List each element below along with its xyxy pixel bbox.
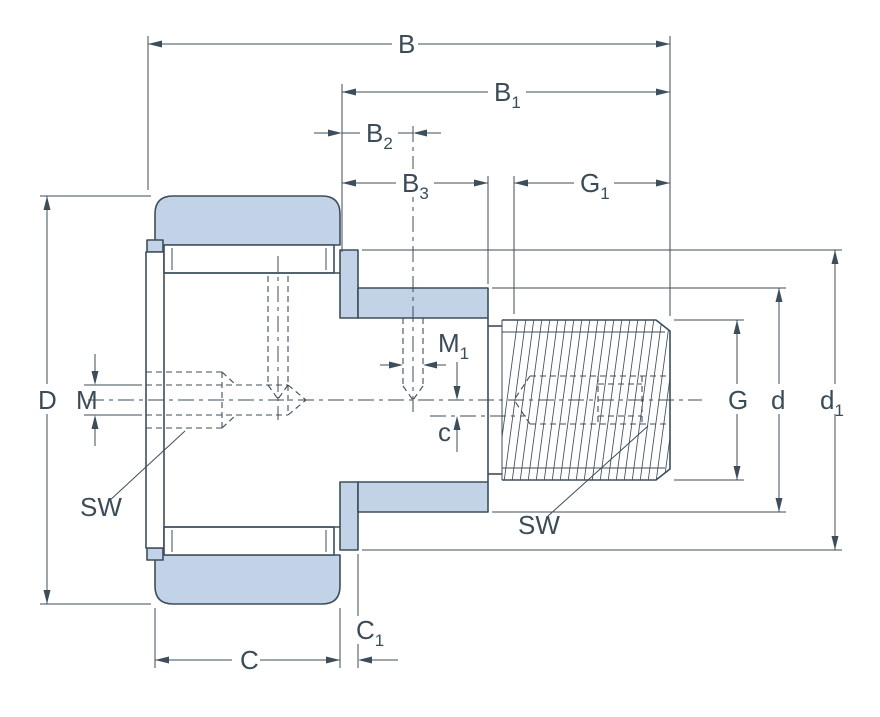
centerlines bbox=[88, 126, 702, 420]
flange-bottom-section bbox=[339, 481, 359, 551]
dim-label-SW-right: SW bbox=[518, 510, 560, 540]
dim-label-G: G bbox=[728, 385, 748, 415]
outer-ring-bottom-section bbox=[154, 554, 341, 605]
dimension-B1 bbox=[341, 84, 670, 252]
dimension-G1 bbox=[513, 176, 670, 314]
eccentric-collar bbox=[357, 287, 489, 513]
seal-bottom bbox=[146, 547, 164, 561]
dim-label-B1: B1 bbox=[494, 77, 521, 112]
outer-ring bbox=[154, 195, 341, 605]
dim-label-SW-left: SW bbox=[80, 492, 122, 522]
outer-ring-top-section bbox=[154, 195, 341, 246]
dim-label-M: M bbox=[76, 385, 98, 415]
needle-rollers bbox=[163, 244, 335, 556]
hex-socket-left bbox=[146, 371, 237, 429]
dim-label-M1: M1 bbox=[438, 328, 469, 363]
collar-bottom-section bbox=[357, 481, 489, 513]
dim-label-B3: B3 bbox=[402, 168, 429, 203]
dim-label-d: d bbox=[771, 385, 785, 415]
dim-label-C: C bbox=[240, 645, 259, 675]
needle-row-bottom bbox=[163, 526, 335, 556]
lubrication-hole-center bbox=[267, 276, 289, 400]
stud-body bbox=[164, 272, 503, 528]
threaded-bore-left bbox=[146, 384, 307, 416]
needle-row-top bbox=[163, 244, 335, 274]
flange-top-section bbox=[339, 249, 359, 319]
dim-label-D: D bbox=[38, 385, 57, 415]
label-backgrounds bbox=[32, 30, 852, 674]
stud-flange bbox=[339, 249, 359, 551]
dimension-C1 bbox=[357, 554, 398, 668]
dim-label-c: c bbox=[438, 417, 451, 447]
seal-top bbox=[146, 239, 164, 253]
dimension-M1 bbox=[380, 361, 446, 369]
dim-label-G1: G1 bbox=[580, 168, 610, 203]
dim-label-B2: B2 bbox=[366, 118, 393, 153]
dim-label-C1: C1 bbox=[356, 615, 384, 650]
sw-leader-right bbox=[547, 425, 649, 517]
collar-top-section bbox=[357, 287, 489, 319]
dimension-M bbox=[84, 354, 142, 446]
dim-label-B: B bbox=[398, 29, 415, 59]
lubrication-hole-collar bbox=[402, 318, 424, 401]
dim-label-d1: d1 bbox=[820, 385, 844, 420]
dimension-c bbox=[453, 362, 461, 452]
sw-leader-left bbox=[107, 430, 186, 503]
